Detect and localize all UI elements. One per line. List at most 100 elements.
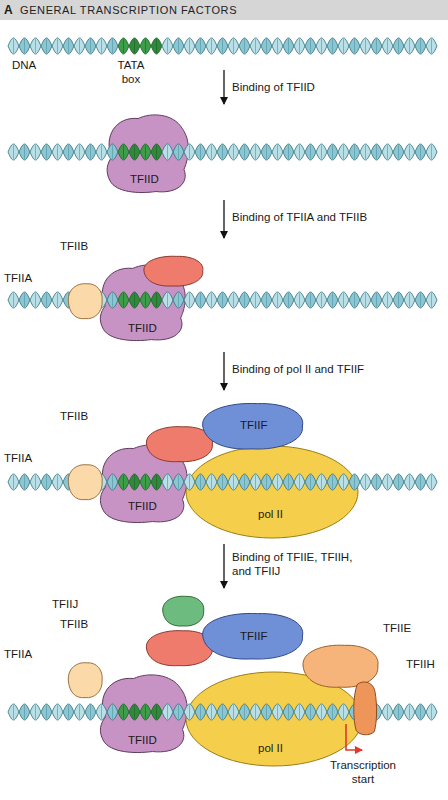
dna-strand — [239, 292, 250, 308]
base-pair — [35, 293, 36, 307]
dna-strand — [415, 704, 426, 720]
dna-strand — [272, 292, 283, 308]
dna-strand — [404, 704, 415, 720]
base-pair — [79, 145, 80, 159]
dna-strand — [41, 38, 52, 54]
base-pair — [24, 145, 25, 159]
base-pair — [387, 293, 388, 307]
base-pair — [200, 39, 201, 53]
dna-strand — [349, 292, 360, 308]
dna-strand — [393, 38, 404, 54]
dna-strand — [349, 144, 360, 160]
base-pair — [420, 145, 421, 159]
dna-strand — [404, 292, 415, 308]
dna-strand — [327, 38, 338, 54]
base-pair — [343, 39, 344, 53]
dna-strand — [360, 474, 371, 490]
base-pair — [288, 145, 289, 159]
factor-name: TFIIB — [60, 410, 88, 423]
dna-strand — [305, 292, 316, 308]
tfiid-factor: TFIID — [103, 112, 191, 194]
factor-name: TFIIB — [60, 618, 88, 631]
tfiib-factor: TFIIB — [140, 254, 206, 288]
base-pair — [222, 145, 223, 159]
dna-strand — [305, 38, 316, 54]
base-pair — [288, 293, 289, 307]
dna-strand — [404, 38, 415, 54]
base-pair — [420, 39, 421, 53]
base-pair — [266, 145, 267, 159]
dna-strand — [19, 292, 30, 308]
protein-shape — [203, 403, 303, 449]
dna-strand — [382, 474, 393, 490]
base-pair — [244, 145, 245, 159]
step-arrow — [223, 352, 224, 390]
dna-strand — [19, 474, 30, 490]
factor-name: TFIIA — [4, 452, 32, 465]
base-pair — [35, 475, 36, 489]
dna-strand — [107, 38, 118, 54]
dna-strand — [8, 38, 19, 54]
base-pair — [57, 39, 58, 53]
tata-box-label: TATA box — [114, 58, 148, 86]
base-pair — [354, 293, 355, 307]
tata-segment — [140, 38, 151, 54]
dna-helix — [8, 144, 437, 160]
step-label: Binding of TFIIA and TFIIB — [232, 210, 367, 224]
factor-name: TFIIA — [4, 648, 32, 661]
base-pair — [277, 39, 278, 53]
base-pair — [222, 293, 223, 307]
factor-name: TFIIE — [383, 622, 411, 635]
base-pair — [178, 39, 179, 53]
base-pair — [24, 475, 25, 489]
dna-strand — [239, 38, 250, 54]
dna-strand — [426, 144, 437, 160]
base-pair — [189, 39, 190, 53]
base-pair — [431, 145, 432, 159]
protein-shape — [146, 427, 212, 462]
dna-strand — [96, 38, 107, 54]
dna-strand — [19, 38, 30, 54]
base-pair — [189, 145, 190, 159]
base-pair — [420, 475, 421, 489]
dna-strand — [261, 292, 272, 308]
dna-strand — [371, 144, 382, 160]
tfiif-factor: TFIIF — [196, 610, 308, 662]
dna-strand — [217, 292, 228, 308]
base-pair — [431, 475, 432, 489]
base-pair — [68, 39, 69, 53]
dna-strand — [371, 292, 382, 308]
base-pair — [57, 293, 58, 307]
base-pair — [46, 705, 47, 719]
dna-strand — [382, 38, 393, 54]
base-pair — [376, 293, 377, 307]
factor-name: TFIID — [128, 322, 157, 335]
dna-strand — [63, 144, 74, 160]
base-pair — [398, 475, 399, 489]
dna-strand — [85, 38, 96, 54]
dna-strand — [228, 292, 239, 308]
base-pair — [90, 705, 91, 719]
dna-strand — [195, 38, 206, 54]
base-pair — [398, 39, 399, 53]
dna-strand — [316, 292, 327, 308]
base-pair — [332, 145, 333, 159]
dna-strand — [294, 144, 305, 160]
base-pair — [365, 39, 366, 53]
factor-name: TFIIH — [406, 658, 435, 671]
step-arrow — [223, 70, 224, 104]
base-pair — [57, 145, 58, 159]
base-pair — [35, 145, 36, 159]
base-pair — [310, 39, 311, 53]
step-label: Binding of TFIIE, TFIIH, and TFIIJ — [232, 550, 372, 578]
base-pair — [222, 39, 223, 53]
base-pair — [112, 39, 113, 53]
base-pair — [277, 145, 278, 159]
base-pair — [431, 705, 432, 719]
dna-strand — [327, 292, 338, 308]
protein-outline — [66, 281, 104, 321]
dna-strand — [52, 704, 63, 720]
base-pair — [46, 39, 47, 53]
base-pair — [310, 145, 311, 159]
base-pair — [24, 705, 25, 719]
